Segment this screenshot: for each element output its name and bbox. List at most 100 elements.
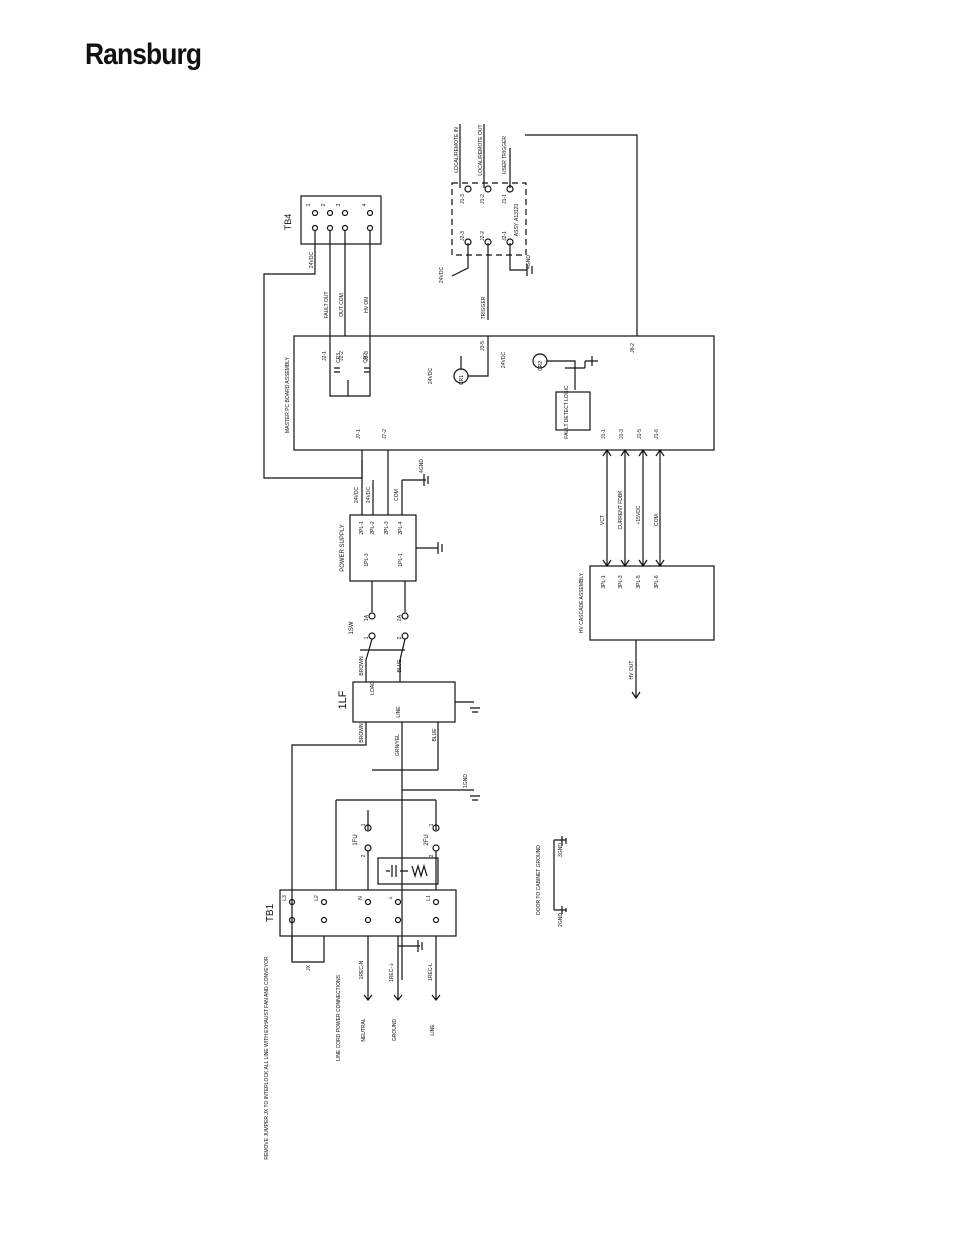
wire-cr-bus [329, 336, 371, 397]
label-j1-6: J1-6 [654, 429, 660, 439]
label-trigger: TRIGGER [481, 296, 487, 319]
label-b4: 4 [362, 203, 368, 206]
label-line-cord: LINE CORD POWER CONNECTIONS [336, 974, 342, 1061]
hv-cascade-assembly [589, 565, 715, 641]
label-p3: 2PL-3 [384, 521, 390, 535]
label-fault-logic: FAULT DETECT LOGIC [564, 385, 570, 439]
label-vct: VCT [600, 515, 606, 525]
wire-hv-out [631, 640, 641, 700]
label-jj11: J1-1 [502, 194, 508, 204]
label-cr3: CR3 [336, 353, 342, 363]
label-blue1: BLUE [432, 728, 438, 742]
label-h2: 3PL-3 [618, 575, 624, 589]
wire-assy-j2-1 [509, 243, 527, 271]
label-assy: ASSY. A13123 [514, 204, 520, 237]
label-door-ground: DOOR TO CABINET GROUND [536, 845, 542, 915]
label-v24-cr1: 24VDC [428, 368, 434, 385]
label-remove-jumper: REMOVE JUMPER JX TO INTERLOCK ALL LINE W… [264, 956, 270, 1160]
assy-a13123-box [451, 182, 527, 256]
wire-jumper-jx [291, 936, 325, 963]
label-b1: 1 [306, 203, 312, 206]
label-b2: 2 [321, 203, 327, 206]
label-gnd4b: 4GND [419, 459, 425, 473]
label-j1-1: J1-1 [601, 429, 607, 439]
label-s1a: 1A [364, 614, 370, 621]
label-line-lf: LINE [396, 706, 402, 718]
label-gnd4: 4GND [526, 255, 532, 269]
tb4-block [300, 195, 382, 245]
label-local-in: LOCAL/REMOTE IN [454, 127, 460, 173]
label-f1a: 1 [361, 823, 367, 826]
label-p2: 2PL-2 [370, 521, 376, 535]
label-jx: JX [306, 964, 312, 971]
label-f1b: 2 [361, 854, 367, 857]
label-cr1: CR1 [459, 375, 465, 385]
label-com-hv: COM [654, 514, 660, 526]
label-j2-2: J2-2 [339, 351, 345, 361]
label-p1: 2PL-1 [359, 521, 365, 535]
label-f2b: 2 [429, 854, 435, 857]
label-tl2: L2 [314, 895, 320, 901]
label-h3: 3PL-5 [636, 575, 642, 589]
label-blue2: BLUE [397, 659, 403, 673]
label-com-ps: COM [394, 489, 400, 501]
label-power-supply: POWER SUPPLY [340, 524, 346, 572]
label-p5: 1PL-3 [364, 553, 370, 567]
fuse-1fu [335, 800, 437, 840]
label-lf: 1LF [337, 690, 349, 709]
label-grnyel: GRN/YEL [395, 734, 401, 756]
label-hv-out: HV OUT [629, 661, 635, 680]
fault-detect-logic [555, 391, 591, 431]
label-s1: 1 [364, 636, 370, 639]
tb4-terminals [311, 209, 374, 232]
label-jj21: J2-1 [502, 231, 508, 241]
label-rec-g: 1REC-⏚ [388, 962, 395, 982]
label-j2-3: J2-3 [364, 351, 370, 361]
label-j1-5: J1-5 [637, 429, 643, 439]
label-fault-out: FAULT OUT [324, 291, 330, 318]
label-j3-5: J3-5 [480, 341, 486, 351]
label-s2: 2 [397, 636, 403, 639]
label-tg: ⏚ [387, 895, 394, 900]
label-tl1: L1 [426, 895, 432, 901]
label-hv-on: HV ON [364, 297, 370, 313]
filter-network [377, 857, 439, 885]
label-v24-tb4: 24VDC [309, 252, 315, 269]
brand-logo: Ransburg [85, 38, 202, 71]
label-cr2: CR2 [538, 361, 544, 371]
master-pc-board [293, 335, 715, 451]
label-line: LINE [430, 1024, 436, 1036]
label-load-lf: LOAD [370, 681, 376, 695]
label-jj12: J1-2 [480, 194, 486, 204]
line-filter-1lf [352, 681, 456, 723]
label-user-trigger: USER TRIGGER [502, 136, 508, 174]
label-j8-2: J8-2 [630, 343, 636, 353]
label-current-fdbk: CURRENT FDBK [618, 490, 624, 530]
label-p6: 1PL-1 [398, 553, 404, 567]
label-v24-j2: 24VDC [439, 267, 445, 284]
label-master: MASTER PC BOARD ASSEMBLY [285, 356, 291, 433]
label-neutral: NEUTRAL [361, 1018, 367, 1042]
label-v24-cr2: 24VDC [501, 352, 507, 369]
label-j7-2: J7-2 [382, 429, 388, 439]
label-local-out: LOCAL/REMOTE OUT [478, 124, 484, 175]
label-h4: 3PL-6 [654, 575, 660, 589]
switch-1sw [360, 638, 406, 661]
label-h1: 3PL-1 [601, 575, 607, 589]
label-ground: GROUND [392, 1019, 398, 1042]
door-cabinet-ground [553, 836, 567, 914]
wire-j8-2 [525, 134, 638, 336]
label-j1-3: J1-3 [619, 429, 625, 439]
label-v24-ps1: 24VDC [354, 487, 360, 504]
label-fu2: 2FU [424, 834, 430, 845]
label-rec-l: 1REC-L [428, 963, 434, 981]
wire-brown-main [291, 722, 367, 960]
label-jj22: J2-2 [480, 231, 486, 241]
label-tb1: TB1 [265, 903, 276, 922]
label-f2a: 1 [429, 823, 435, 826]
label-fu1: 1FU [353, 834, 359, 845]
wire-assy-j2-3 [451, 243, 469, 277]
label-tn: N [358, 896, 364, 900]
label-brown2: BROWN [359, 656, 365, 676]
